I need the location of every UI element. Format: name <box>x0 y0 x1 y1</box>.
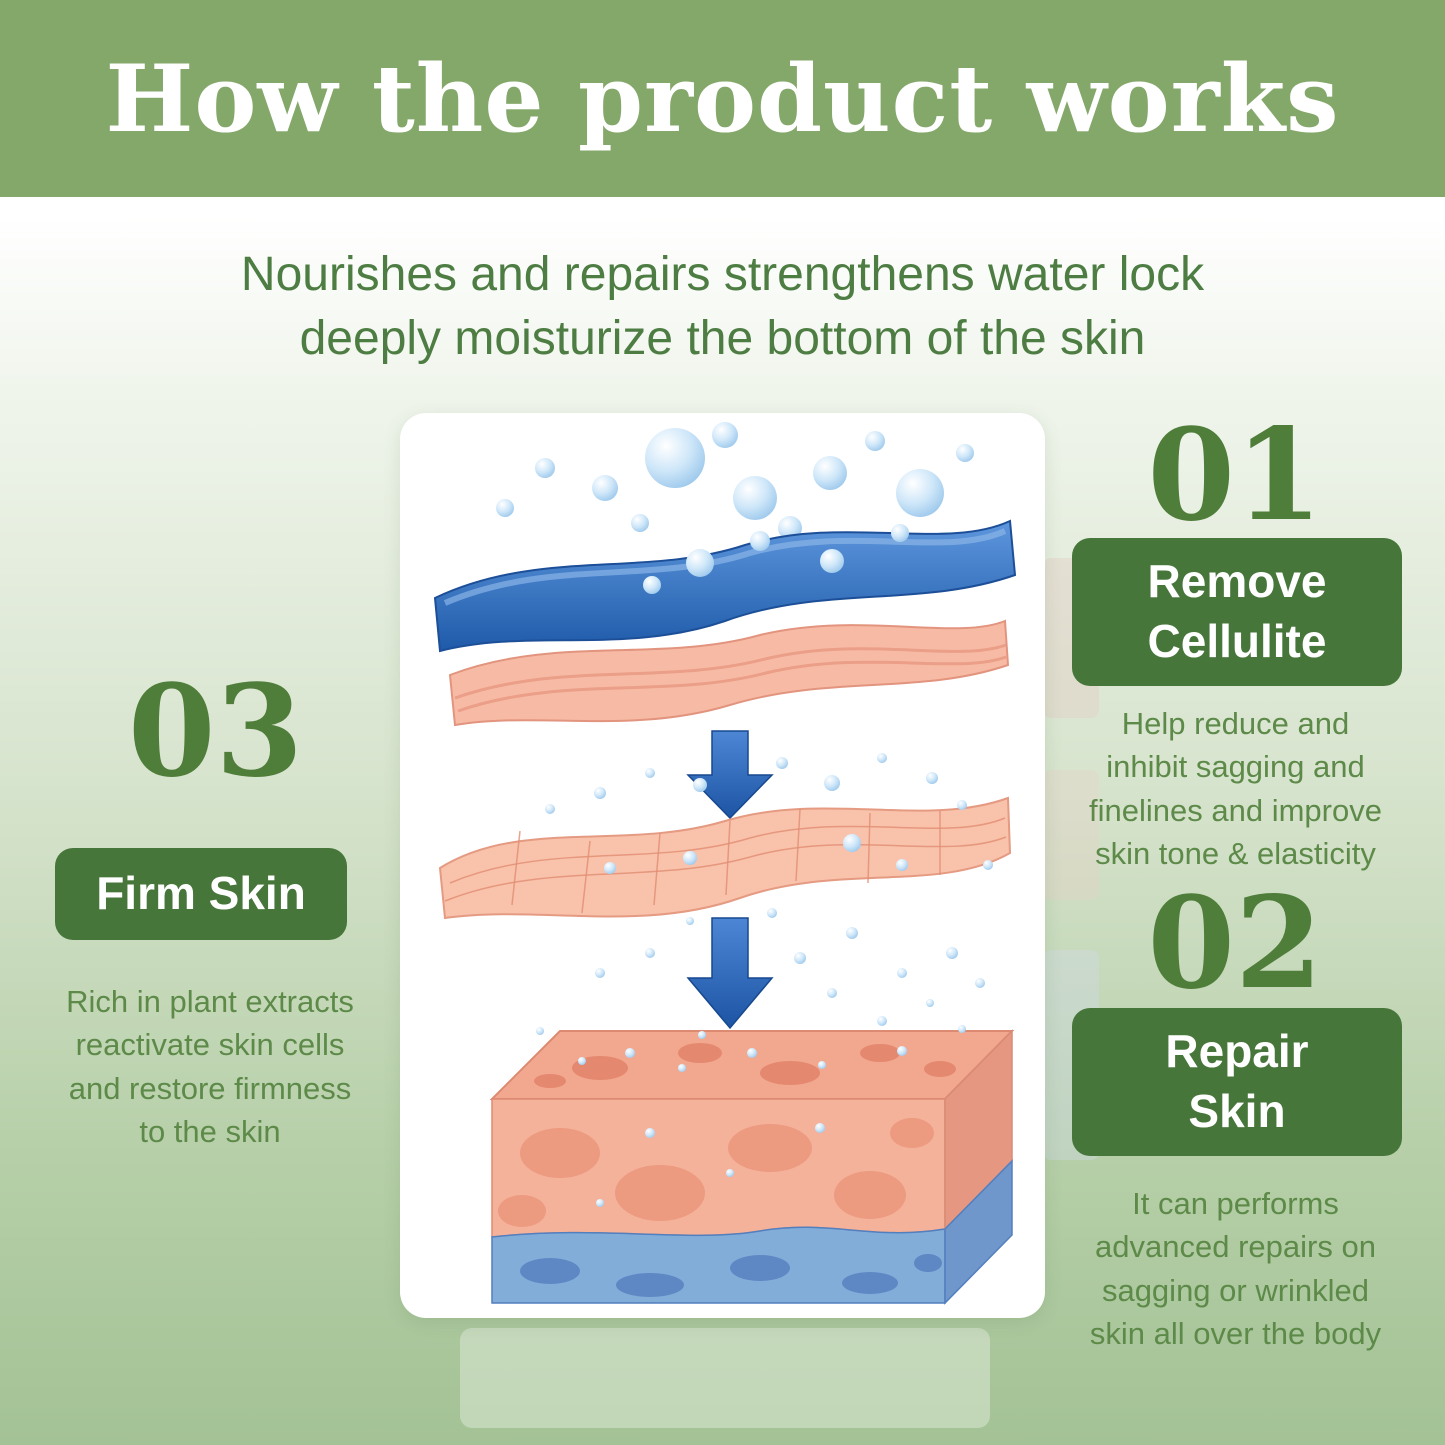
falling-droplets <box>595 908 985 1026</box>
step-description-2: It can performs advanced repairs on sagg… <box>1089 1186 1382 1352</box>
step-number-3: 03 <box>127 657 304 805</box>
down-arrow-icon <box>686 917 774 1030</box>
ghost-product-image <box>460 1328 990 1428</box>
page-title: How the product works <box>105 44 1340 153</box>
dermis-mesh-layer <box>438 753 1012 920</box>
illustration-card <box>400 413 1045 1318</box>
ghost-skin-layer-image <box>1043 770 1099 900</box>
deep-tissue-block <box>489 1025 1015 1305</box>
epidermis-layer <box>448 619 1010 727</box>
header-banner: How the product works <box>0 0 1445 197</box>
step-number-1: 01 <box>1147 401 1323 549</box>
down-arrow-icon <box>686 730 774 820</box>
step-number-2: 02 <box>1147 869 1323 1017</box>
water-bubbles <box>496 422 974 540</box>
step-label-firm-skin: Firm Skin <box>55 848 347 940</box>
step-description-1: Help reduce and inhibit sagging and fine… <box>1089 706 1382 872</box>
step-label-repair-skin: Repair Skin <box>1072 1008 1402 1156</box>
intro-text: Nourishes and repairs strengthens water … <box>240 248 1205 365</box>
step-description-3: Rich in plant extracts reactivate skin c… <box>66 984 354 1150</box>
step-label-remove-cellulite: Remove Cellulite <box>1072 538 1402 686</box>
skin-layers-illustration <box>433 422 1017 1305</box>
surface-water-layer <box>433 519 1017 653</box>
